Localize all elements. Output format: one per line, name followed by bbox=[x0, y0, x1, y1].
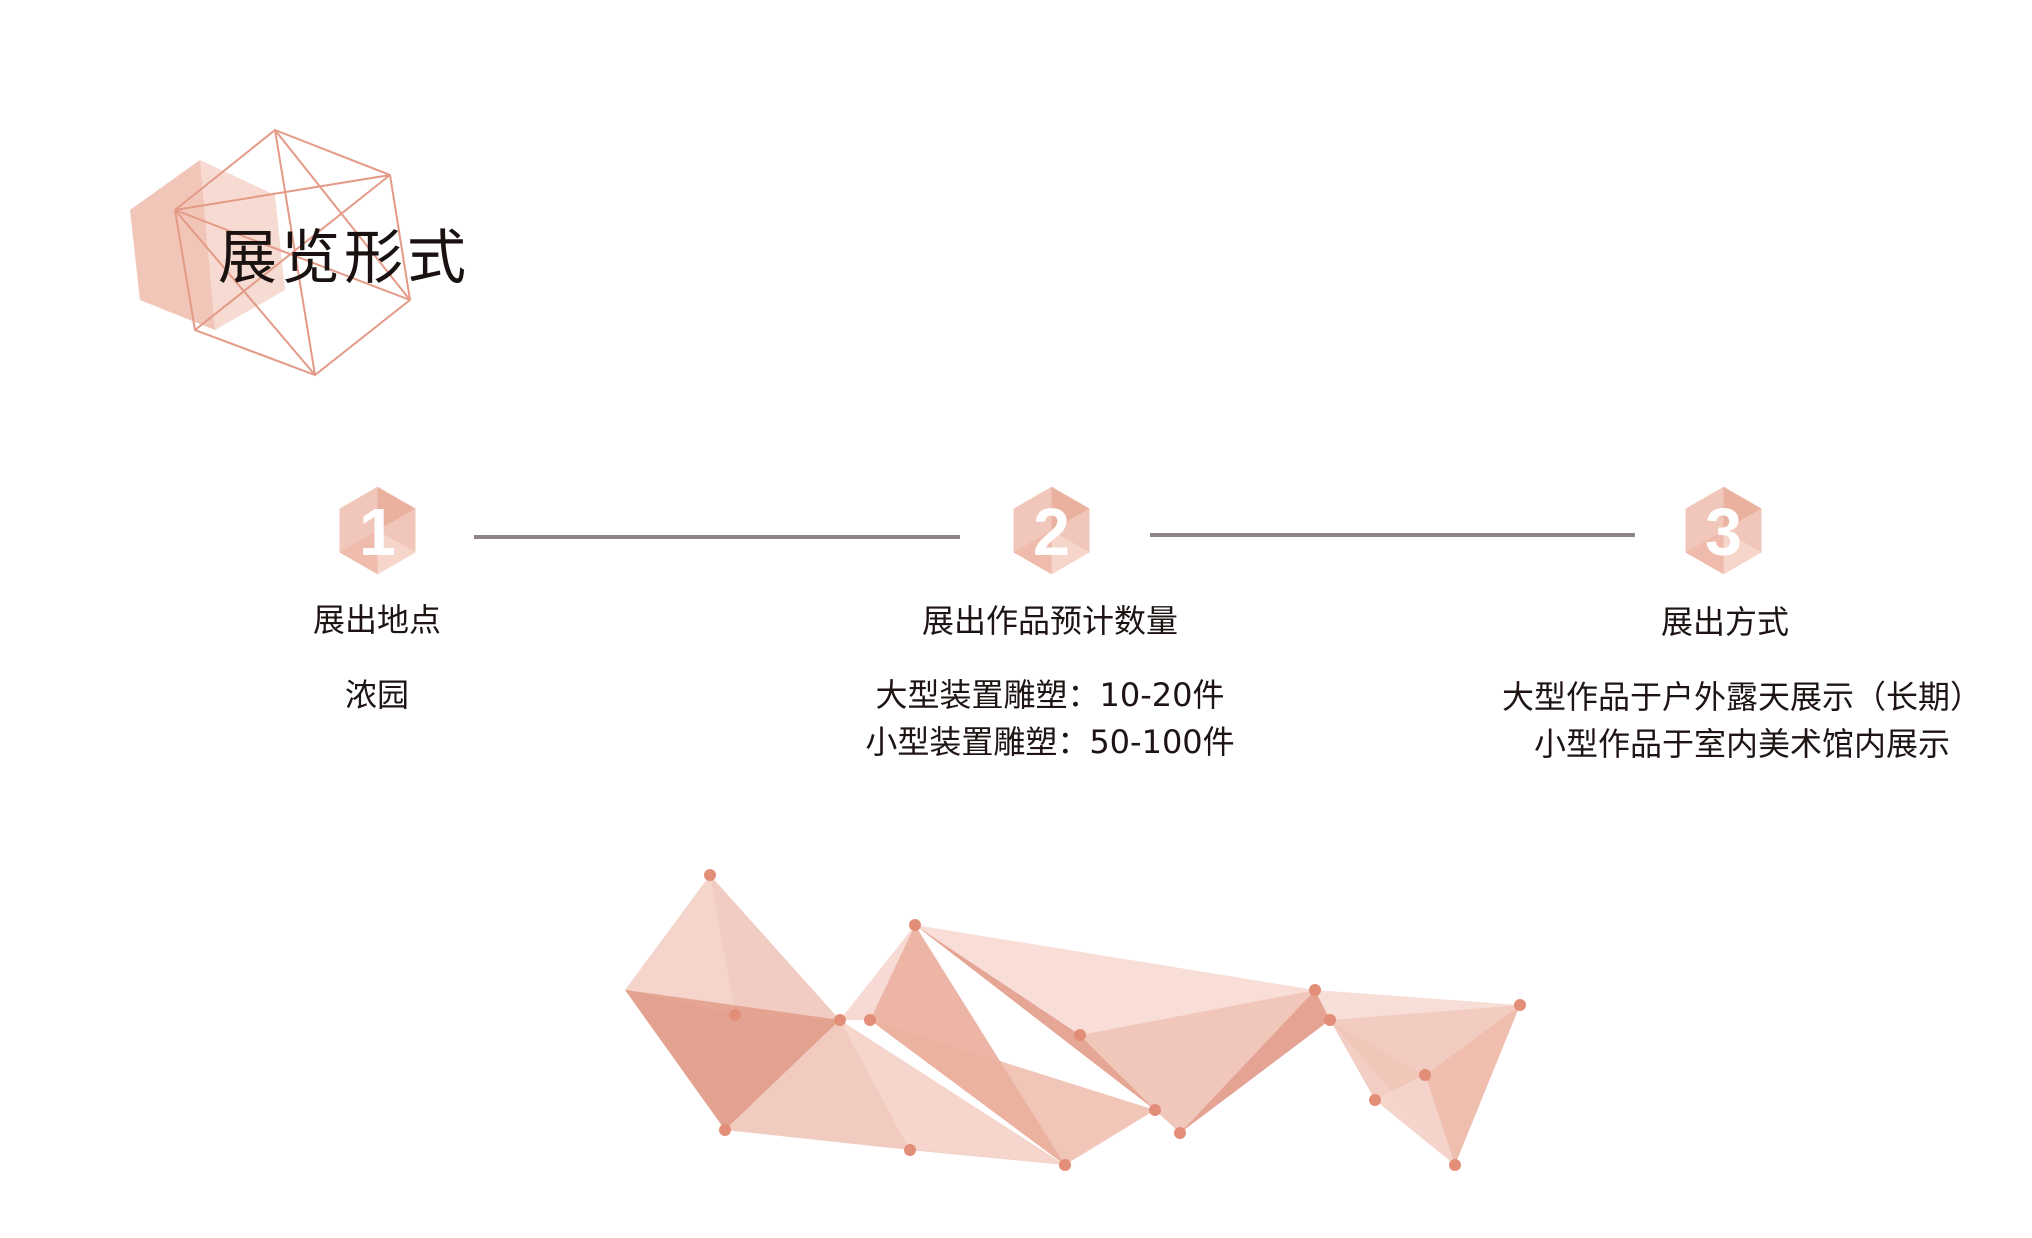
step-2-body: 大型装置雕塑：10-20件 小型装置雕塑：50-100件 bbox=[770, 672, 1330, 766]
step-1-body: 浓园 bbox=[97, 672, 657, 719]
step-3-body: 大型作品于户外露天展示（长期） 小型作品于室内美术馆内展示 bbox=[1462, 674, 2022, 768]
step-number: 2 bbox=[1033, 496, 1070, 570]
connector-line-2 bbox=[1150, 533, 1635, 537]
step-2-label: 展出作品预计数量 bbox=[921, 602, 1178, 640]
step-3-badge-icon: 3 bbox=[1685, 486, 1762, 575]
step-2-line: 小型装置雕塑：50-100件 bbox=[865, 723, 1235, 761]
step-2-line: 大型装置雕塑：10-20件 bbox=[875, 676, 1225, 714]
step-1-line: 浓园 bbox=[344, 676, 409, 714]
connector-line-1 bbox=[474, 535, 960, 539]
step-2-badge-icon: 2 bbox=[1013, 486, 1090, 575]
step-3-label: 展出方式 bbox=[1660, 603, 1789, 641]
folded-polygon-sculpture-decoration bbox=[625, 869, 1526, 1171]
step-3-line: 小型作品于室内美术馆内展示 bbox=[1533, 725, 1950, 763]
step-number: 1 bbox=[359, 496, 396, 570]
page-title: 展览形式 bbox=[218, 223, 471, 292]
step-1-badge-icon: 1 bbox=[339, 486, 416, 575]
geometric-hexagon-logo-icon bbox=[130, 128, 412, 377]
step-3-line: 大型作品于户外露天展示（长期） bbox=[1501, 678, 1982, 716]
step-1-label: 展出地点 bbox=[312, 601, 441, 639]
step-number: 3 bbox=[1705, 496, 1742, 570]
